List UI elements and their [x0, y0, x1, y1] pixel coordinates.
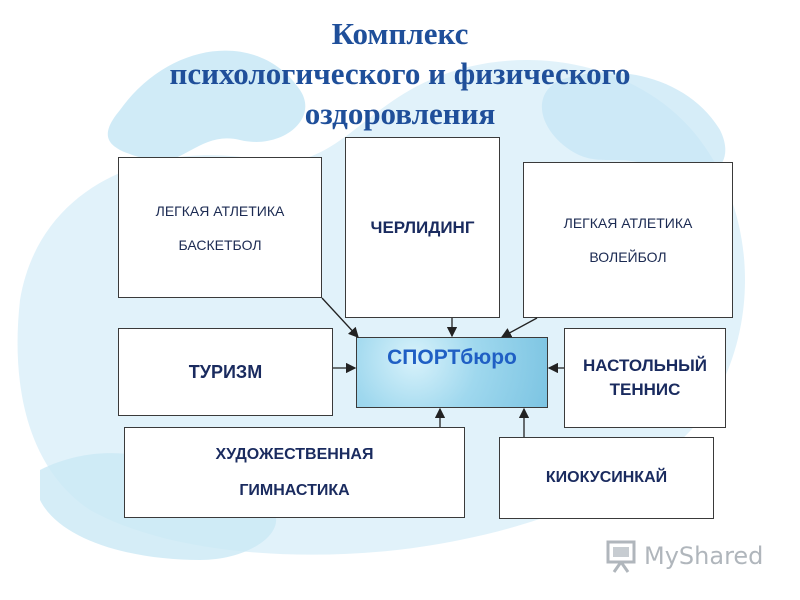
presentation-board-icon [606, 540, 636, 573]
box-tourism-label: ТУРИЗМ [188, 362, 263, 382]
box-athletics-volleyball-line2: ВОЛЕЙБОЛ [589, 249, 667, 265]
background-drop-shape [541, 72, 726, 178]
watermark-logo: MyShared [604, 536, 774, 576]
box-table-tennis-line2: ТЕННИС [609, 380, 681, 399]
box-table-tennis: НАСТОЛЬНЫЙ ТЕННИС [564, 328, 726, 428]
title-line-1: Комплекс [331, 16, 469, 51]
diagram-title: Комплекс психологического и физического … [0, 14, 800, 134]
box-athletics-basketball-line1: ЛЕГКАЯ АТЛЕТИКА [155, 202, 285, 219]
watermark-text: MyShared [644, 542, 764, 570]
box-cheerleading-label: ЧЕРЛИДИНГ [370, 217, 475, 237]
box-rhythmic-gymnastics-line1: ХУДОЖЕСТВЕННАЯ [215, 445, 374, 463]
center-box-label: СПОРТбюро [387, 346, 517, 369]
box-kyokushin: КИОКУСИНКАЙ [499, 437, 714, 519]
box-tourism: ТУРИЗМ [118, 328, 333, 416]
box-rhythmic-gymnastics: ХУДОЖЕСТВЕННАЯ ГИМНАСТИКА [124, 427, 465, 518]
box-athletics-volleyball-line1: ЛЕГКАЯ АТЛЕТИКА [563, 215, 693, 231]
title-line-2: психологического и физического [169, 56, 631, 91]
box-athletics-basketball: ЛЕГКАЯ АТЛЕТИКА БАСКЕТБОЛ [118, 157, 322, 298]
box-athletics-volleyball: ЛЕГКАЯ АТЛЕТИКА ВОЛЕЙБОЛ [523, 162, 733, 318]
box-rhythmic-gymnastics-line2: ГИМНАСТИКА [239, 481, 350, 499]
box-cheerleading: ЧЕРЛИДИНГ [345, 137, 500, 318]
box-kyokushin-label: КИОКУСИНКАЙ [545, 469, 668, 486]
background-wave-shape [107, 50, 306, 162]
center-box-sport-bureau: СПОРТбюро [356, 337, 548, 408]
title-line-3: оздоровления [304, 96, 496, 131]
box-table-tennis-line1: НАСТОЛЬНЫЙ [582, 356, 708, 375]
box-athletics-basketball-line2: БАСКЕТБОЛ [178, 236, 262, 253]
